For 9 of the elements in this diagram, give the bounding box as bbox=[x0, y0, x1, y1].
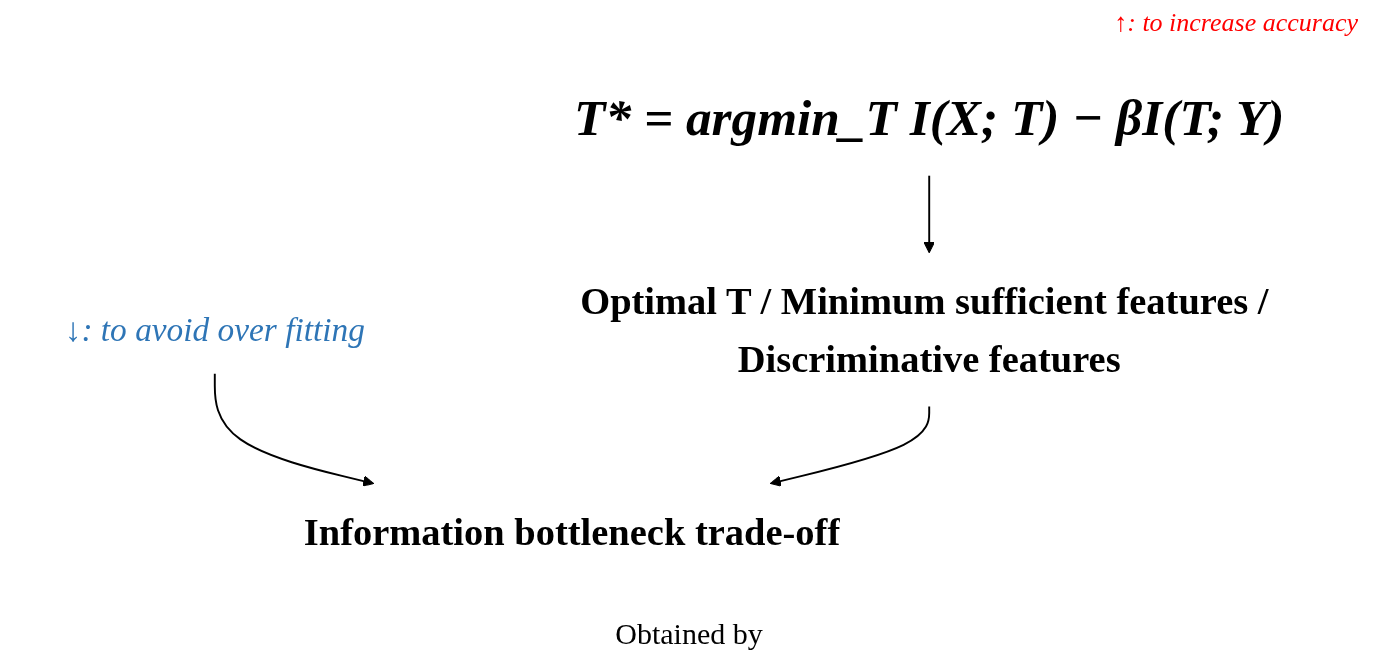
arrow bbox=[213, 372, 374, 487]
note-text: Obtained by bbox=[615, 617, 763, 650]
node-text: ↓: to avoid over fitting bbox=[64, 311, 365, 349]
node-text: Optimal T / Minimum sufficient features / Discriminative features bbox=[579, 279, 1269, 380]
annotation-text: ↑: to increase accuracy bbox=[1114, 8, 1358, 37]
arrow bbox=[769, 405, 930, 487]
arrow bbox=[923, 174, 935, 254]
node-text: T* = argmin_T I(X; T) − βI(T; Y) bbox=[573, 88, 1284, 147]
node-text: Information bottleneck trade-off bbox=[303, 510, 840, 553]
